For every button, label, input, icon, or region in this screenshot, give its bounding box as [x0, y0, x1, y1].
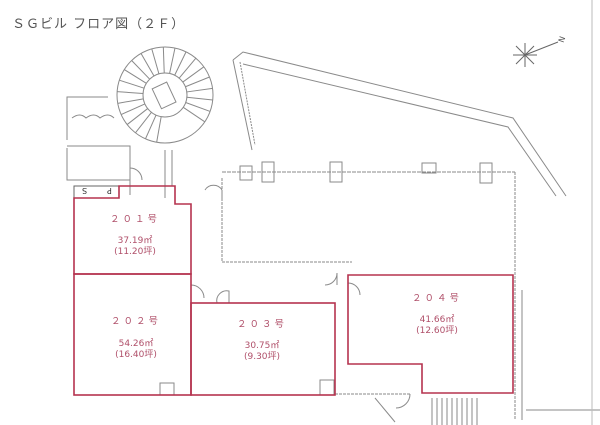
stair-tread [124, 69, 147, 84]
stair-tread [182, 66, 205, 83]
stair-tread [151, 48, 160, 74]
room-area-tsubo: (9.30坪) [243, 352, 281, 362]
stair-tread [117, 98, 144, 104]
stair-tread [145, 114, 157, 140]
stair-tread [117, 91, 144, 94]
room-203[interactable]: ２０３号 30.75㎡ (9.30坪) [222, 319, 302, 363]
room-number: ２０４号 [411, 293, 462, 304]
room-area-tsubo: (11.20坪) [114, 247, 156, 257]
room-202[interactable]: ２０２号 54.26㎡ (16.40坪) [96, 316, 176, 361]
stair-tread [185, 102, 211, 112]
room-area-m2: 30.75㎡ [244, 341, 280, 351]
stair-tread [178, 57, 197, 79]
stair-tread [185, 76, 210, 88]
room-area-m2: 37.19㎡ [117, 236, 153, 246]
room-number: ２０１号 [109, 214, 160, 225]
stair-tread [140, 53, 155, 77]
p-label: P [107, 186, 112, 195]
stair-tread [186, 87, 213, 93]
compass-icon [513, 41, 559, 67]
room-area-m2: 41.66㎡ [419, 315, 455, 325]
stair-tread [186, 96, 213, 101]
room-area-tsubo: (16.40坪) [115, 350, 157, 360]
room-204[interactable]: ２０４号 41.66㎡ (12.60坪) [397, 293, 477, 337]
spiral-staircase [116, 46, 214, 144]
room-area-tsubo: (12.60坪) [416, 326, 458, 336]
stair-tread [119, 79, 145, 89]
stair-tread [174, 51, 187, 76]
stair-tread [162, 47, 165, 74]
stair-tread [135, 112, 152, 134]
walls [66, 0, 600, 425]
room-number: ２０２号 [110, 316, 161, 327]
rooms [73, 185, 514, 396]
room-number: ２０３号 [236, 319, 287, 330]
stair-tread [169, 47, 176, 74]
stair-tread [182, 106, 206, 123]
room-204-outline [347, 274, 514, 394]
room-201[interactable]: ２０１号 37.19㎡ (11.20坪) [95, 214, 175, 258]
page-title: ＳＧビル フロア図（２Ｆ） [12, 17, 186, 32]
room-area-m2: 54.26㎡ [118, 339, 154, 349]
stair-tread [120, 103, 146, 115]
stair-tread [131, 60, 151, 80]
stair-tread [156, 116, 162, 143]
s-label: S [82, 186, 88, 195]
room-203-outline [190, 302, 336, 396]
stair-tread [126, 108, 148, 125]
